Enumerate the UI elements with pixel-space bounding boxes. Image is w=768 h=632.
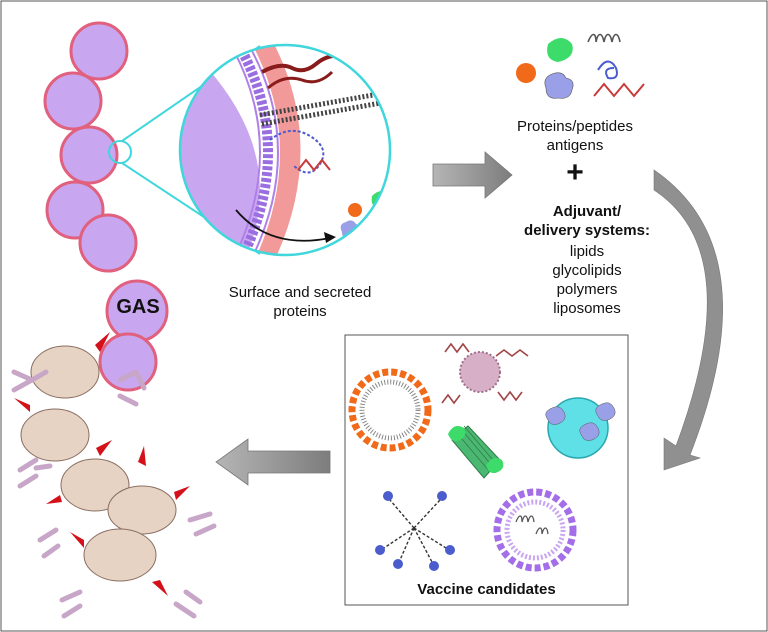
process-arrows: [215, 151, 723, 486]
star-polymer: [375, 491, 455, 571]
adjuvant-item-glycolipids: glycolipids: [552, 262, 622, 279]
liposome-orange: [348, 368, 432, 452]
gas-bacteria-chain: [43, 21, 169, 392]
nanoparticle-cyan: [545, 397, 616, 459]
liposome-lilac: [493, 488, 577, 572]
adjuvant-item-liposomes: liposomes: [553, 300, 621, 317]
adjuvant-title-line1: Adjuvant/: [552, 203, 622, 220]
antigens-caption: Proteins/peptides antigens: [490, 117, 660, 155]
adjuvant-item-polymers: polymers: [556, 281, 618, 298]
adjuvant-title-line2: delivery systems:: [524, 222, 650, 239]
arrow-to-antigens: [432, 151, 513, 199]
micelle-peptides: [441, 342, 529, 405]
adjuvant-title: Adjuvant/ delivery systems:: [512, 202, 662, 240]
antigens-caption-line1: Proteins/peptides: [517, 118, 633, 135]
antigens-caption-line2: antigens: [546, 137, 604, 154]
vaccine-candidates-title: Vaccine candidates: [417, 581, 556, 598]
plus-sign: +: [566, 156, 584, 189]
surface-proteins-caption: Surface and secreted proteins: [200, 283, 400, 321]
arrow-to-killing: [215, 438, 331, 486]
free-antigens: [516, 33, 645, 99]
surface-caption-line1: Surface and secreted: [228, 284, 372, 301]
gas-label: GAS: [116, 296, 160, 318]
vaccine-candidates-box: [344, 334, 629, 606]
arrow-to-candidates: [653, 169, 723, 471]
adjuvant-item-lipids: lipids: [569, 243, 605, 260]
surface-caption-line2: proteins: [273, 303, 327, 320]
nanotube-green: [448, 425, 504, 479]
bacteria-killing-scene: [11, 332, 217, 619]
